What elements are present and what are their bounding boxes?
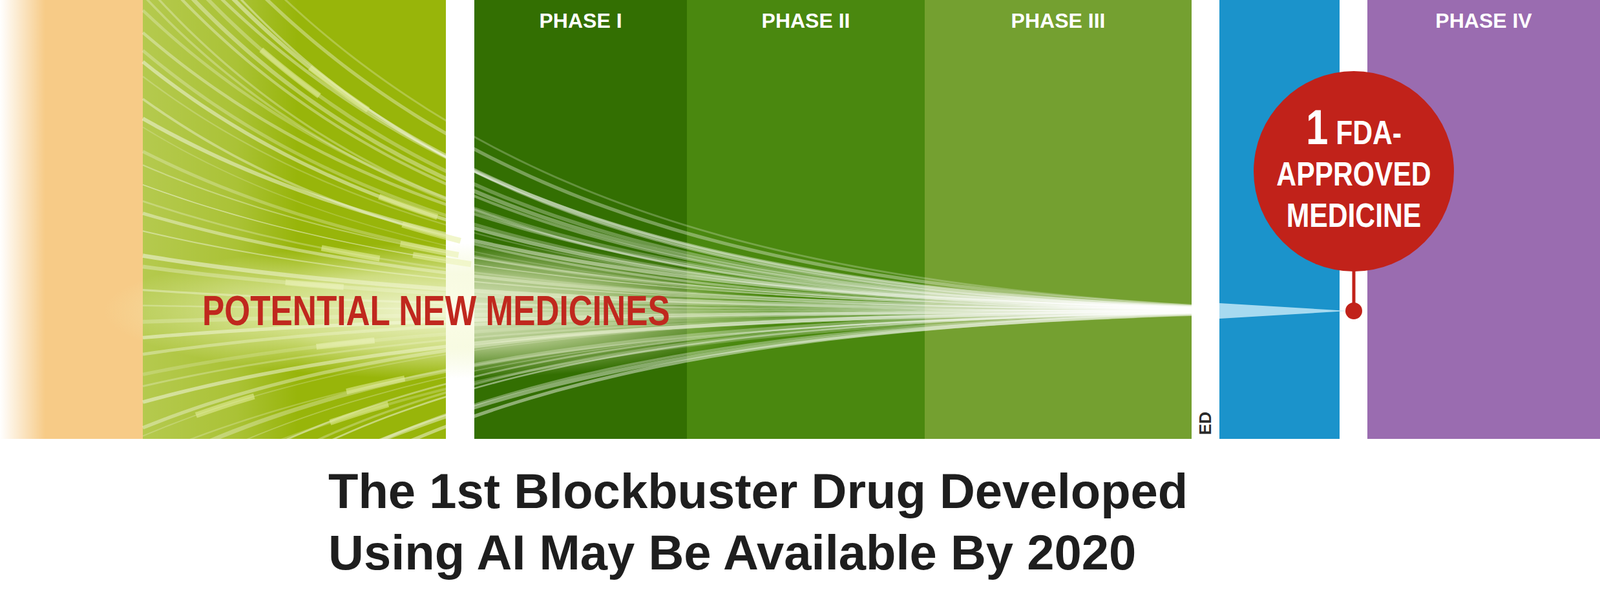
funnel-bar bbox=[310, 67, 369, 110]
edge-fade bbox=[0, 0, 46, 439]
funnel-bar bbox=[346, 378, 405, 391]
cut-label: ED bbox=[1196, 411, 1216, 435]
phase-label: PHASE II bbox=[686, 0, 925, 33]
circle-label: 1 FDA- APPROVED MEDICINE bbox=[1274, 106, 1434, 236]
funnel-lines bbox=[142, 0, 1220, 439]
funnel-bar bbox=[261, 49, 320, 96]
funnel-label: POTENTIAL NEW MEDICINES bbox=[202, 286, 671, 336]
headline: The 1st Blockbuster Drug Developed Using… bbox=[328, 460, 1233, 583]
phase-label: PHASE I bbox=[474, 0, 687, 33]
text-glow bbox=[103, 242, 776, 379]
phase-label: PHASE III bbox=[924, 0, 1192, 33]
review-wedge bbox=[1219, 303, 1348, 319]
approval-dot bbox=[1345, 302, 1363, 320]
funnel-bar bbox=[195, 396, 254, 415]
funnel-bar bbox=[330, 403, 389, 422]
funnel-bar bbox=[379, 196, 438, 218]
phase-band: PHASE III bbox=[924, 0, 1192, 439]
phase-band: PHASE II bbox=[686, 0, 925, 439]
phase-label: PHASE IV bbox=[1367, 0, 1600, 33]
circle-fill bbox=[1253, 71, 1454, 272]
orange-band bbox=[0, 0, 143, 439]
funnel-bar bbox=[402, 224, 461, 241]
approval-circle: 1 FDA- APPROVED MEDICINE bbox=[1253, 71, 1454, 272]
